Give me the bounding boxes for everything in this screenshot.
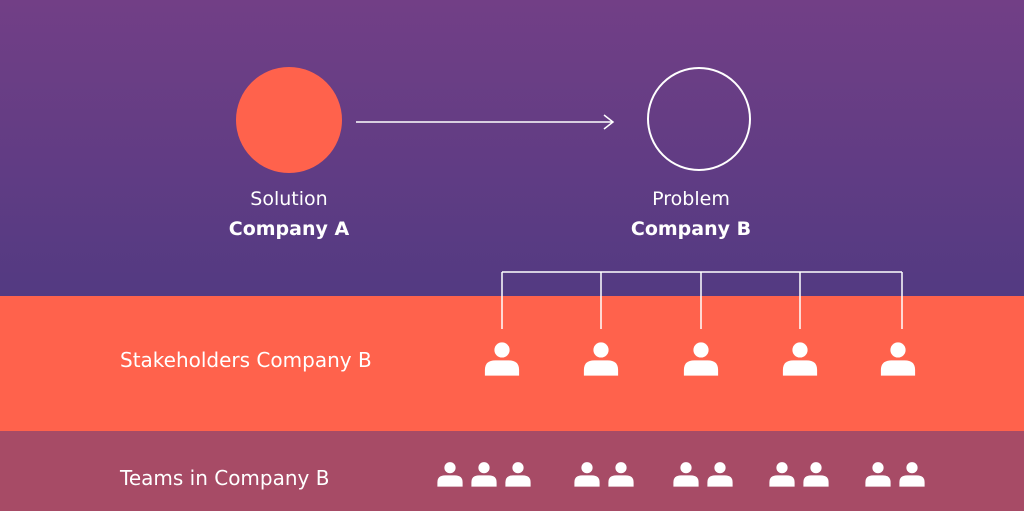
solution-circle (236, 67, 342, 173)
stakeholder-person-icon (483, 341, 521, 380)
team-member-icon (898, 461, 926, 491)
team-member-icon (768, 461, 796, 491)
team-member-icon (470, 461, 498, 491)
stakeholders-row-label: Stakeholders Company B (120, 348, 372, 372)
team-member-icon (436, 461, 464, 491)
solution-label: Solution (250, 188, 328, 210)
team-member-icon (802, 461, 830, 491)
problem-company: Company B (630, 218, 752, 240)
team-member-icon (504, 461, 532, 491)
problem-circle (647, 67, 751, 171)
team-member-icon (672, 461, 700, 491)
team-member-icon (607, 461, 635, 491)
team-member-icon (864, 461, 892, 491)
arrow-head (603, 114, 615, 130)
stakeholder-person-icon (781, 341, 819, 380)
teams-band (0, 431, 1024, 511)
team-member-icon (706, 461, 734, 491)
teams-row-label: Teams in Company B (120, 466, 330, 490)
team-member-icon (573, 461, 601, 491)
stakeholder-person-icon (582, 341, 620, 380)
problem-label: Problem (652, 188, 730, 210)
stakeholder-person-icon (879, 341, 917, 380)
stakeholder-person-icon (682, 341, 720, 380)
header-band (0, 0, 1024, 296)
solution-company: Company A (228, 218, 350, 240)
